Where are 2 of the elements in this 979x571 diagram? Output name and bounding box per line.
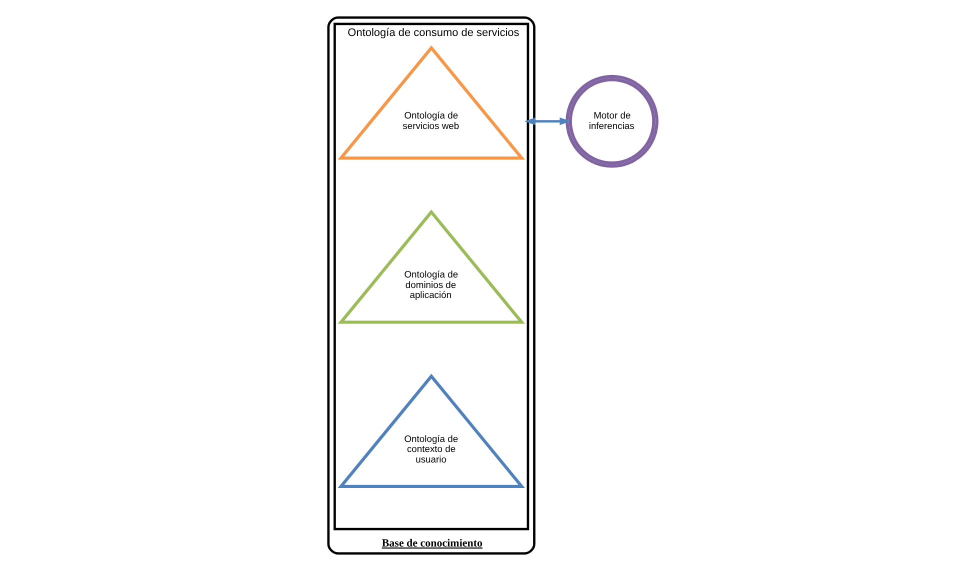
node-circle: Motor de inferencias	[566, 74, 658, 168]
arrow	[524, 117, 571, 126]
